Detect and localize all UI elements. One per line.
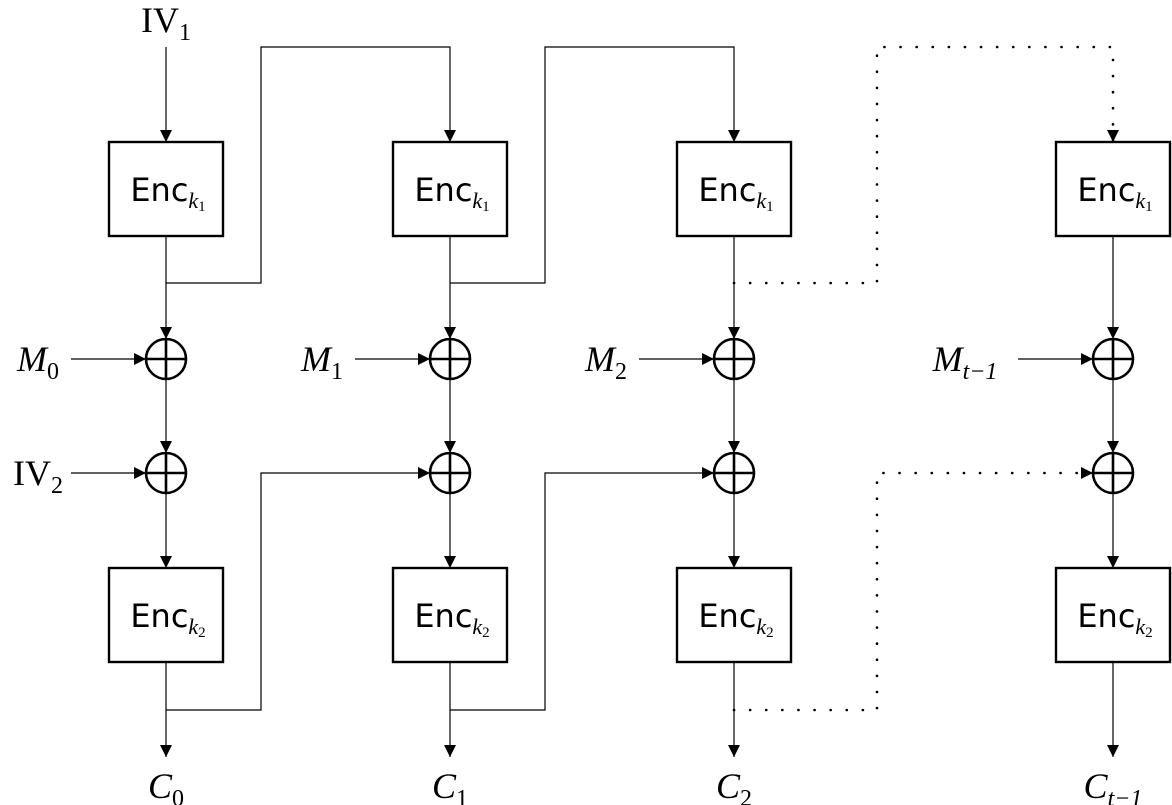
feedback-k2-0-to-1 [166,467,430,711]
enc-text: Enc [698,171,756,209]
message-label-0-base: M [16,339,49,379]
enc-key-index: 1 [198,199,206,215]
enc-key-index: 2 [198,625,206,641]
message-label-2-base: M [584,339,617,379]
message-label-3-base: M [932,339,965,379]
enc-key-sub: k [188,614,199,639]
enc-k2-box-1: Enck2 [391,566,509,664]
diagram-root: IV1Enck1Enck2M0C0Enck1Enck2M1C1Enck1Enck… [13,0,1172,805]
xor-chain-2 [712,451,756,495]
enc-box-rect [1054,140,1172,238]
cipher-label-0-base: C [148,766,173,805]
enc-box-rect [675,566,793,664]
message-label-2: M2 [584,339,627,385]
feedback-k1-0-to-1 [166,46,456,284]
feedback-k1-2-to-3 [732,45,1119,285]
enc-box-label: Enck1 [1077,171,1152,215]
enc-k1-box-1: Enck1 [391,140,509,238]
enc-box-label: Enck1 [414,171,489,215]
enc-text: Enc [414,597,472,635]
enc-text: Enc [130,597,188,635]
enc-k2-box-3: Enck2 [1054,566,1172,664]
cipher-label-2-sub: 2 [740,786,752,805]
xor-message-3 [1091,337,1135,381]
cipher-label-0: C0 [148,766,184,805]
feedback-k2-1-to-2 [450,467,714,711]
enc-box-rect [391,140,509,238]
iv2-label-base: IV [13,453,51,493]
enc-box-label: Enck2 [698,597,773,641]
cipher-label-1: C1 [432,766,468,805]
message-label-3: Mt−1 [932,339,998,385]
cipher-label-2-base: C [716,766,741,805]
enc-box-label: Enck1 [130,171,205,215]
enc-k2-box-2: Enck2 [675,566,793,664]
enc-box-rect [675,140,793,238]
enc-key-sub: k [756,614,767,639]
enc-box-rect [1054,566,1172,664]
message-label-2-sub: 2 [615,359,627,385]
enc-box-label: Enck2 [414,597,489,641]
xor-chain-3 [1091,451,1135,495]
enc-text: Enc [130,171,188,209]
enc-k1-box-0: Enck1 [107,140,225,238]
enc-key-sub: k [472,614,483,639]
cipher-label-1-base: C [432,766,457,805]
xor-message-1 [428,337,472,381]
enc-text: Enc [698,597,756,635]
cipher-label-0-sub: 0 [172,786,184,805]
enc-box-label: Enck2 [1077,597,1152,641]
message-label-0-sub: 0 [47,359,59,385]
enc-key-sub: k [1135,614,1146,639]
enc-key-sub: k [756,188,767,213]
enc-k1-box-3: Enck1 [1054,140,1172,238]
enc-k2-box-0: Enck2 [107,566,225,664]
iv2-label: IV2 [13,453,63,499]
cipher-label-3-sub: t−1 [1108,786,1143,805]
xor-chain-0 [144,451,188,495]
cipher-label-3-base: C [1084,766,1109,805]
enc-key-index: 1 [1145,199,1153,215]
iv1-label: IV1 [141,0,191,46]
enc-key-index: 2 [482,625,490,641]
enc-k1-box-2: Enck1 [675,140,793,238]
enc-box-rect [391,566,509,664]
enc-key-sub: k [472,188,483,213]
iv1-label-sub: 1 [179,20,191,46]
cipher-label-3: Ct−1 [1084,766,1143,805]
xor-chain-1 [428,451,472,495]
enc-key-index: 1 [766,199,774,215]
enc-box-label: Enck1 [698,171,773,215]
enc-key-index: 2 [1145,625,1153,641]
enc-key-sub: k [1135,188,1146,213]
message-label-3-sub: t−1 [963,359,998,385]
cipher-label-1-sub: 1 [456,786,468,805]
enc-box-label: Enck2 [130,597,205,641]
xor-message-0 [144,337,188,381]
enc-key-index: 1 [482,199,490,215]
iv2-label-sub: 2 [51,473,63,499]
message-label-1-base: M [300,339,333,379]
cipher-label-2: C2 [716,766,752,805]
message-label-1-sub: 1 [331,359,343,385]
message-label-1: M1 [300,339,343,385]
iv1-label-base: IV [141,0,179,40]
enc-text: Enc [1077,597,1135,635]
xor-message-2 [712,337,756,381]
enc-text: Enc [1077,171,1135,209]
enc-text: Enc [414,171,472,209]
enc-key-sub: k [188,188,199,213]
enc-key-index: 2 [766,625,774,641]
feedback-k1-1-to-2 [450,46,740,284]
message-label-0: M0 [16,339,59,385]
